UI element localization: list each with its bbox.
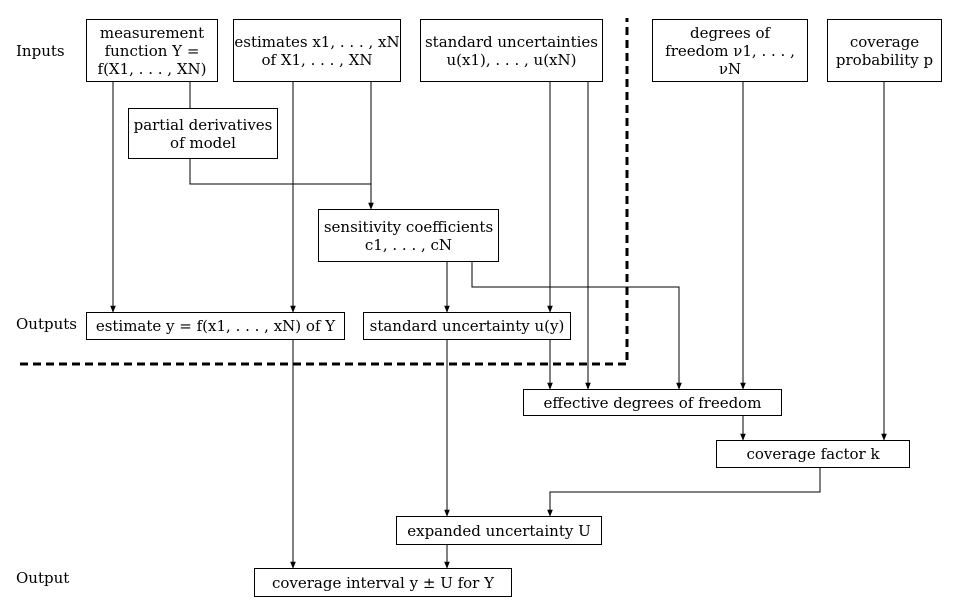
partial-derivatives-box: partial derivatives of model	[128, 108, 278, 159]
effective-dof-text: effective degrees of freedom	[543, 393, 762, 412]
connector	[547, 468, 821, 517]
estimate-y-box: estimate y = f(x1, . . . , xN) of Y	[86, 312, 345, 340]
coverage-interval-text: coverage interval y ± U for Y	[271, 573, 495, 592]
coverage-interval-box: coverage interval y ± U for Y	[254, 568, 512, 597]
outputs-label: Outputs	[16, 315, 77, 333]
estimates-box: estimates x1, . . . , xN of X1, . . . , …	[233, 19, 401, 82]
inputs-label: Inputs	[16, 42, 65, 60]
effective-dof-box: effective degrees of freedom	[523, 389, 782, 416]
standard-uncertainty-uy-text: standard uncertainty u(y)	[369, 317, 565, 335]
sensitivity-coefficients-box: sensitivity coefficients c1, . . . , cN	[318, 209, 499, 262]
input-output-boundary	[20, 18, 629, 366]
coverage-factor-text: coverage factor k	[746, 445, 880, 463]
expanded-uncertainty-box: expanded uncertainty U	[396, 516, 602, 545]
coverage-probability-box: coverage probability p	[827, 19, 942, 82]
measurement-function-text: measurement function Y = f(X1, . . . , X…	[97, 23, 207, 78]
partial-derivatives-text: partial derivatives of model	[133, 115, 273, 152]
sensitivity-coefficients-text: sensitivity coefficients c1, . . . , cN	[323, 217, 494, 254]
output-label: Output	[16, 569, 70, 587]
coverage-probability-text: coverage probability p	[835, 32, 934, 69]
measurement-function-box: measurement function Y = f(X1, . . . , X…	[86, 19, 218, 82]
standard-uncertainties-box: standard uncertainties u(x1), . . . , u(…	[420, 19, 603, 82]
coverage-factor-box: coverage factor k	[716, 440, 910, 468]
connector	[471, 262, 682, 390]
connector	[189, 159, 371, 185]
standard-uncertainty-uy-box: standard uncertainty u(y)	[363, 312, 571, 340]
degrees-of-freedom-box: degrees of freedom ν1, . . . , νN	[652, 19, 808, 82]
estimate-y-text: estimate y = f(x1, . . . , xN) of Y	[95, 317, 336, 335]
standard-uncertainties-text: standard uncertainties u(x1), . . . , u(…	[424, 32, 598, 69]
degrees-of-freedom-text: degrees of freedom ν1, . . . , νN	[665, 23, 795, 78]
expanded-uncertainty-text: expanded uncertainty U	[407, 521, 591, 540]
estimates-text: estimates x1, . . . , xN of X1, . . . , …	[234, 32, 400, 69]
